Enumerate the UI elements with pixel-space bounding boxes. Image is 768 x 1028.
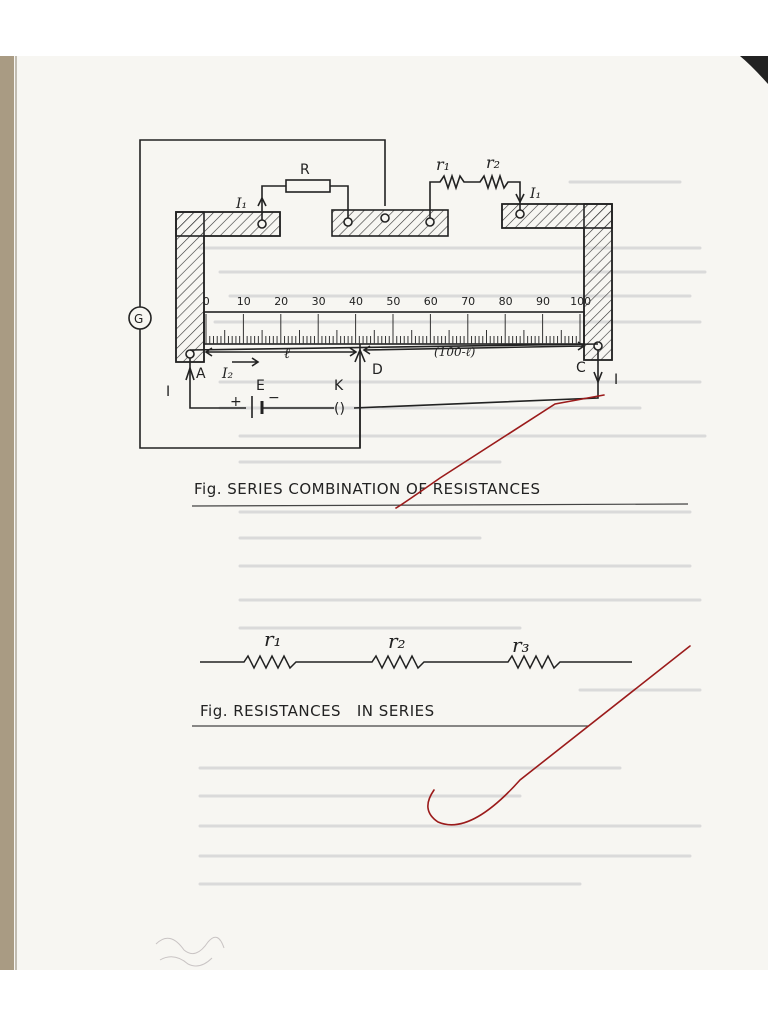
- bridge-wire: [189, 343, 599, 351]
- current-I2-label: I₂: [221, 366, 234, 382]
- point-D-label: D: [372, 362, 383, 378]
- scale-tick-marks: [205, 314, 581, 344]
- cell-minus: −: [268, 390, 280, 406]
- faint-scribble: [155, 936, 225, 967]
- scale-tick-label: 100: [570, 295, 591, 308]
- check-mark-strokes: [395, 394, 691, 826]
- resistors-r1-r2: [429, 173, 521, 218]
- galvanometer-label: G: [134, 312, 143, 326]
- scale-tick-label: 10: [237, 295, 251, 308]
- r2-label: r₂: [486, 153, 500, 172]
- scale-tick-label: 30: [312, 295, 326, 308]
- resistor-R-wire: [261, 185, 349, 220]
- cell-E-label: E: [256, 378, 265, 394]
- scale-labels: 0 10 20 30 40 50 60 70 80 90 100: [203, 295, 591, 308]
- scale-tick-label: 90: [536, 295, 550, 308]
- resistor-R: [285, 179, 331, 193]
- length-l-label: ℓ: [284, 346, 290, 362]
- current-I-left-label: I: [166, 384, 170, 400]
- cell-circuit-wire: [189, 350, 599, 409]
- current-I1-right-label: I₁: [529, 186, 541, 202]
- current-I1-left-label: I₁: [235, 196, 247, 212]
- r1-label: r₁: [436, 155, 450, 174]
- caption-series-combination: Fig. SERIES COMBINATION OF RESISTANCES: [194, 480, 541, 498]
- caption-underline-1: [191, 503, 689, 507]
- current-I-right-label: I: [614, 372, 618, 388]
- key-K-label: K: [334, 378, 344, 394]
- caption-resistances-in-series: Fig. RESISTANCES IN SERIES: [200, 702, 435, 720]
- scale-tick-label: 40: [349, 295, 363, 308]
- scale-tick-label: 20: [274, 295, 288, 308]
- meter-scale: [203, 311, 585, 345]
- circuit-diagram: [128, 139, 613, 449]
- series-r2-label: r₂: [388, 629, 406, 653]
- scale-tick-label: 70: [461, 295, 475, 308]
- galvanometer: [128, 306, 152, 330]
- cell-plus: +: [230, 394, 242, 410]
- scale-tick-label: 80: [499, 295, 513, 308]
- binding-edge: [0, 56, 14, 970]
- length-rest-label: (100-ℓ): [434, 345, 476, 359]
- point-A-label: A: [196, 366, 206, 382]
- scale-tick-label: 0: [203, 295, 210, 308]
- series-r3-label: r₃: [512, 633, 530, 657]
- series-r1-label: r₁: [264, 627, 282, 651]
- resistor-R-label: R: [300, 162, 310, 178]
- point-C-label: C: [576, 360, 586, 376]
- key-symbol: (): [334, 401, 345, 417]
- series-resistors-diagram: [200, 654, 632, 670]
- page-corner: [740, 56, 768, 84]
- scale-tick-label: 60: [424, 295, 438, 308]
- scale-tick-label: 50: [386, 295, 400, 308]
